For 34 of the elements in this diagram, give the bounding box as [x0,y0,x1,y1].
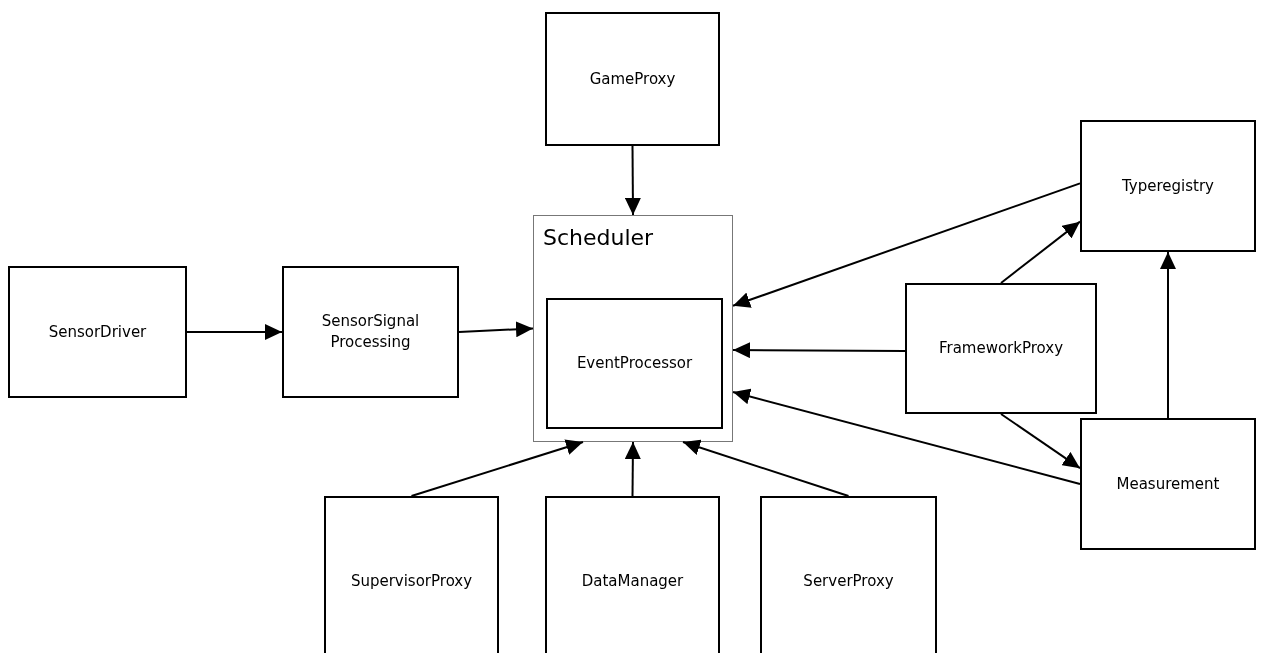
container-box [533,215,733,442]
arrow [458,321,534,338]
node-label: FrameworkProxy [938,338,1064,359]
process-box [282,266,459,398]
process-box [545,12,720,146]
arrow [682,439,850,497]
arrow [624,145,641,216]
process-box [546,298,723,429]
process-box [545,496,720,653]
arrow [1000,413,1081,470]
arrow [732,388,1081,485]
node-label: ServerProxy [803,570,894,592]
node-label: Typeregistry [1122,175,1214,197]
node-label: EventProcessor [576,353,693,374]
node-label: GameProxy [589,68,676,90]
arrow [1000,220,1081,284]
process-box [8,266,187,398]
process-box [760,496,937,653]
arrow [1160,251,1176,419]
process-box [324,496,499,653]
container-title: Scheduler [543,224,654,252]
node-label: SupervisorProxy [350,570,473,592]
process-box [1080,120,1256,252]
arrow [732,342,906,359]
process-box [1080,418,1256,550]
process-box [905,283,1097,414]
arrow [186,324,283,340]
node-label: DataManager [581,570,684,592]
arrow [624,441,641,497]
arrow [410,439,584,497]
node-label: SensorDriver [48,321,147,343]
arrow [732,182,1081,308]
node-label: SensorSignal Processing [320,311,421,353]
node-label: Measurement [1116,473,1220,495]
